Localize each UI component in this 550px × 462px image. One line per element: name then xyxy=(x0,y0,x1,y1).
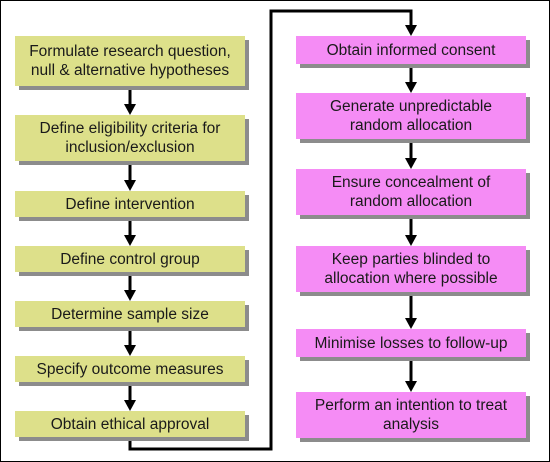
arrowhead-4 xyxy=(124,290,136,301)
left-step-5-label: Determine sample size xyxy=(51,305,209,323)
right-step-5-label: Minimise losses to follow-up xyxy=(314,334,508,352)
right-step-6: Perform an intention to treat analysis xyxy=(296,392,526,438)
arrowhead-6 xyxy=(124,400,136,411)
arrowhead-9 xyxy=(405,235,417,246)
arrowhead-8 xyxy=(405,158,417,169)
right-step-5: Minimise losses to follow-up xyxy=(296,329,526,357)
right-step-3-label: Ensure concealment of random allocation xyxy=(331,174,491,210)
arrowhead-1 xyxy=(124,104,136,115)
arrowhead-16 xyxy=(405,25,417,36)
right-step-3: Ensure concealment of random allocation xyxy=(296,169,526,215)
arrowhead-11 xyxy=(405,381,417,392)
arrowhead-7 xyxy=(405,82,417,93)
right-step-4: Keep parties blinded to allocation where… xyxy=(296,246,526,292)
right-step-4-label: Keep parties blinded to allocation where… xyxy=(324,251,498,287)
left-step-4-label: Define control group xyxy=(60,250,200,268)
left-step-6-label: Specify outcome measures xyxy=(36,360,224,378)
arrowhead-3 xyxy=(124,235,136,246)
arrowhead-5 xyxy=(124,345,136,356)
left-step-2-label: Define eligibility criteria for inclusio… xyxy=(39,120,221,156)
left-step-1: Formulate research question, null & alte… xyxy=(15,36,245,86)
right-step-6-label: Perform an intention to treat analysis xyxy=(314,397,508,433)
left-step-7-label: Obtain ethical approval xyxy=(50,415,210,433)
right-step-2-label: Generate unpredictable random allocation xyxy=(329,98,492,134)
left-step-2: Define eligibility criteria for inclusio… xyxy=(15,115,245,161)
left-step-3-label: Define intervention xyxy=(65,195,195,213)
arrowhead-10 xyxy=(405,318,417,329)
left-step-3: Define intervention xyxy=(15,191,245,217)
right-step-2: Generate unpredictable random allocation xyxy=(296,93,526,139)
arrowhead-2 xyxy=(124,180,136,191)
left-step-1-label: Formulate research question, null & alte… xyxy=(29,43,231,79)
left-step-7: Obtain ethical approval xyxy=(15,411,245,437)
right-step-1: Obtain informed consent xyxy=(296,36,526,64)
left-step-5: Determine sample size xyxy=(15,301,245,327)
right-step-1-label: Obtain informed consent xyxy=(326,41,496,59)
left-step-6: Specify outcome measures xyxy=(15,356,245,382)
left-step-4: Define control group xyxy=(15,246,245,272)
